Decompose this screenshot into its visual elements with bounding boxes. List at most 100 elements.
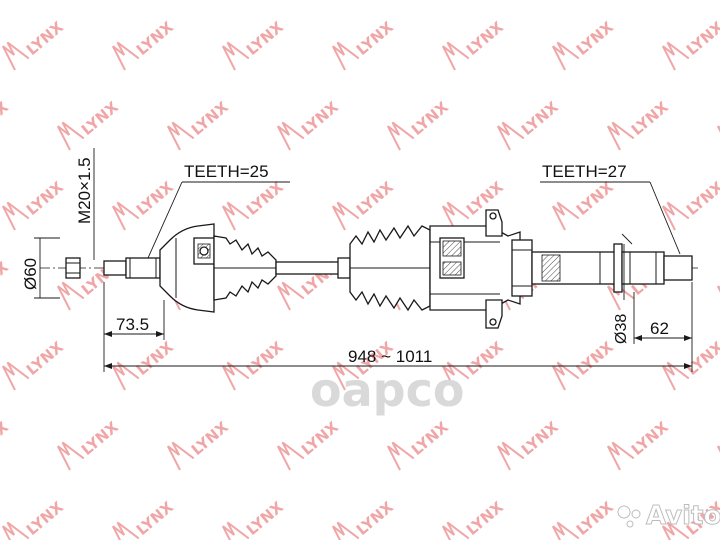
lynx-watermark: LYNX [1, 178, 67, 231]
svg-text:LYNX: LYNX [683, 18, 720, 59]
lynx-watermark: LYNX [386, 98, 452, 151]
lynx-watermark: LYNX [276, 98, 342, 151]
svg-text:LYNX: LYNX [463, 338, 507, 379]
svg-text:LYNX: LYNX [573, 338, 617, 379]
svg-text:LYNX: LYNX [0, 258, 12, 299]
dia-60-label: Ø60 [21, 258, 40, 290]
lynx-watermark: LYNX [386, 418, 452, 471]
lynx-watermark: LYNX [496, 418, 562, 471]
svg-text:LYNX: LYNX [298, 418, 342, 459]
lynx-watermark: LYNX [56, 98, 122, 151]
threaded-stub [103, 260, 127, 276]
svg-text:LYNX: LYNX [133, 498, 177, 539]
lynx-watermark: LYNX [221, 338, 287, 391]
lynx-watermark: LYNX [221, 18, 287, 71]
svg-text:LYNX: LYNX [243, 18, 287, 59]
total-length-label: 948 ~ 1011 [348, 347, 432, 366]
lynx-watermark: LYNX [0, 418, 12, 459]
svg-text:LYNX: LYNX [573, 18, 617, 59]
lynx-watermark: LYNX [496, 98, 562, 151]
svg-text:LYNX: LYNX [23, 498, 67, 539]
avito-badge: Avito [617, 501, 720, 532]
lynx-watermark: LYNX [716, 121, 720, 151]
svg-text:LYNX: LYNX [78, 98, 122, 139]
len-73-5-label: 73.5 [116, 315, 149, 334]
inner-cv-housing [429, 209, 533, 329]
svg-text:LYNX: LYNX [463, 178, 507, 219]
svg-text:LYNX: LYNX [628, 98, 672, 139]
lynx-watermark: LYNX [1, 498, 67, 540]
teeth-left-leader [147, 181, 183, 259]
svg-text:LYNX: LYNX [23, 18, 67, 59]
svg-text:LYNX: LYNX [243, 338, 287, 379]
lynx-watermark: LYNX [0, 98, 12, 139]
outer-cv-bell [159, 223, 215, 313]
lynx-watermark: LYNX [56, 258, 122, 311]
svg-text:LYNX: LYNX [243, 178, 287, 219]
lynx-watermark: LYNX [276, 258, 342, 311]
inner-flange [511, 239, 533, 297]
hub-nut [65, 257, 81, 279]
lynx-watermark: LYNX [111, 498, 177, 540]
lynx-watermark: LYNX [716, 441, 720, 471]
svg-text:LYNX: LYNX [243, 498, 287, 539]
thread-label: M20×1.5 [75, 157, 94, 224]
svg-text:LYNX: LYNX [463, 498, 507, 539]
lynx-watermark: LYNX [56, 418, 122, 471]
lynx-watermark: LYNX [331, 18, 397, 71]
len-62-label: 62 [650, 319, 669, 338]
teeth-left-label: TEETH=25 [184, 162, 269, 181]
svg-text:LYNX: LYNX [683, 338, 720, 379]
lynx-watermark: LYNX [221, 498, 287, 540]
damper-ring [337, 257, 351, 279]
svg-text:LYNX: LYNX [23, 178, 67, 219]
lynx-watermark: LYNX [661, 18, 720, 71]
stub-collar [613, 243, 623, 293]
lynx-watermark: LYNX [551, 18, 617, 71]
svg-text:LYNX: LYNX [463, 18, 507, 59]
lynx-watermark: LYNX [331, 178, 397, 231]
inner-spline [621, 251, 665, 285]
lynx-watermark: LYNX [716, 281, 720, 311]
lynx-watermark: LYNX [331, 498, 397, 540]
lynx-watermark: LYNX [551, 338, 617, 391]
center-brand-logo: оарсо [310, 363, 464, 417]
svg-text:LYNX: LYNX [408, 98, 452, 139]
svg-text:LYNX: LYNX [353, 498, 397, 539]
svg-text:LYNX: LYNX [573, 498, 617, 539]
lynx-watermark: LYNX [0, 258, 12, 299]
lynx-watermark: LYNX [276, 418, 342, 471]
svg-text:LYNX: LYNX [518, 418, 562, 459]
lynx-watermark: LYNX [111, 18, 177, 71]
svg-text:LYNX: LYNX [628, 418, 672, 459]
svg-text:LYNX: LYNX [78, 418, 122, 459]
svg-text:LYNX: LYNX [23, 338, 67, 379]
svg-text:LYNX: LYNX [353, 178, 397, 219]
svg-text:LYNX: LYNX [133, 338, 177, 379]
svg-text:LYNX: LYNX [298, 98, 342, 139]
dia-38-label: Ø38 [613, 314, 630, 344]
lynx-watermark: LYNX [1, 18, 67, 71]
lynx-watermark: LYNX [551, 498, 617, 540]
spline-shaft-outer [125, 257, 161, 279]
lynx-watermark: LYNX [111, 338, 177, 391]
svg-text:LYNX: LYNX [353, 18, 397, 59]
svg-text:LYNX: LYNX [133, 18, 177, 59]
svg-text:LYNX: LYNX [133, 178, 177, 219]
lynx-watermark: LYNX [111, 178, 177, 231]
lynx-watermark: LYNX [166, 418, 232, 471]
avito-dot-icon [617, 505, 631, 519]
teeth-right-leader [649, 181, 681, 255]
lynx-watermark: LYNX [441, 18, 507, 71]
svg-text:LYNX: LYNX [683, 178, 720, 219]
lynx-watermark: LYNX [441, 498, 507, 540]
left-outer-joint [65, 223, 277, 313]
lynx-watermark: LYNX [166, 98, 232, 151]
svg-text:LYNX: LYNX [0, 98, 12, 139]
svg-text:LYNX: LYNX [188, 418, 232, 459]
svg-text:LYNX: LYNX [0, 418, 12, 459]
lynx-watermark: LYNX [606, 98, 672, 151]
svg-text:LYNX: LYNX [518, 98, 562, 139]
avito-label: Avito [646, 501, 720, 531]
